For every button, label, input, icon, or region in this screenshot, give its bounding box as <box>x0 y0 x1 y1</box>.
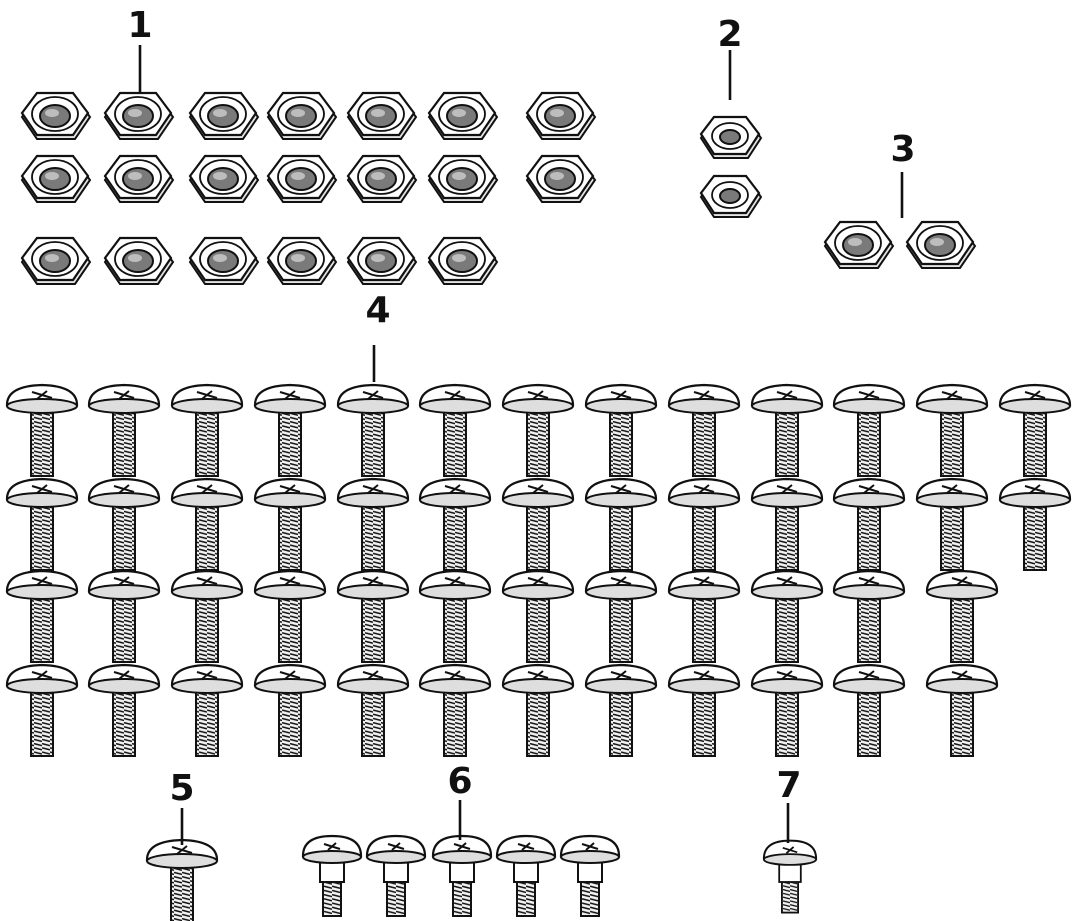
pan-head-screw-icon <box>750 383 824 478</box>
callout-number-7: 7 <box>776 765 801 806</box>
shoulder-screw-icon <box>762 839 818 914</box>
pan-head-screw-icon <box>667 569 741 664</box>
pan-head-screw-icon <box>170 569 244 664</box>
pan-head-screw-icon <box>253 663 327 758</box>
pan-head-screw-icon <box>145 838 219 921</box>
pan-head-screw-icon <box>832 663 906 758</box>
callout-number-6: 6 <box>447 761 472 802</box>
shoulder-screw-icon <box>301 834 363 918</box>
shoulder-screw-icon <box>365 834 427 918</box>
callout-number-3: 3 <box>890 129 915 170</box>
pan-head-screw-icon <box>253 477 327 572</box>
pan-head-screw-group-4 <box>5 383 1072 758</box>
pan-head-screw-icon <box>336 477 410 572</box>
pan-head-screw-icon <box>750 663 824 758</box>
hex-nut-icon <box>427 91 499 141</box>
small-hex-nut-icon <box>699 174 763 219</box>
hex-nut-group-3 <box>823 220 977 270</box>
hex-nut-icon <box>266 91 338 141</box>
pan-head-screw-icon <box>5 383 79 478</box>
pan-head-screw-icon <box>5 477 79 572</box>
pan-head-screw-icon <box>253 569 327 664</box>
hex-nut-icon <box>20 236 92 286</box>
pan-head-screw-icon <box>501 569 575 664</box>
hex-nut-icon <box>525 154 597 204</box>
hex-nut-icon <box>188 236 260 286</box>
small-hex-nut-icon <box>699 115 763 160</box>
small-hex-nut-group-2 <box>699 115 763 219</box>
hex-nut-icon <box>823 220 895 270</box>
hex-nut-icon <box>427 154 499 204</box>
pan-head-screw-group-5 <box>145 838 219 921</box>
hex-nut-icon <box>103 154 175 204</box>
pan-head-screw-icon <box>915 383 989 478</box>
pan-head-screw-icon <box>832 477 906 572</box>
pan-head-screw-icon <box>170 663 244 758</box>
hex-nut-icon <box>525 91 597 141</box>
pan-head-screw-icon <box>832 383 906 478</box>
hex-nut-icon <box>905 220 977 270</box>
pan-head-screw-icon <box>418 477 492 572</box>
pan-head-screw-icon <box>915 477 989 572</box>
pan-head-screw-icon <box>925 569 999 664</box>
callout-number-5: 5 <box>169 768 194 809</box>
pan-head-screw-icon <box>750 477 824 572</box>
pan-head-screw-icon <box>336 663 410 758</box>
hex-nut-icon <box>346 154 418 204</box>
hex-nut-icon <box>103 91 175 141</box>
hex-nut-icon <box>266 154 338 204</box>
pan-head-screw-icon <box>501 383 575 478</box>
pan-head-screw-icon <box>336 569 410 664</box>
shoulder-screw-icon <box>495 834 557 918</box>
hex-nut-icon <box>266 236 338 286</box>
pan-head-screw-icon <box>584 663 658 758</box>
pan-head-screw-icon <box>750 569 824 664</box>
callout-number-1: 1 <box>127 5 152 46</box>
pan-head-screw-icon <box>87 383 161 478</box>
pan-head-screw-icon <box>925 663 999 758</box>
pan-head-screw-icon <box>501 663 575 758</box>
pan-head-screw-icon <box>832 569 906 664</box>
shoulder-screw-icon <box>431 834 493 918</box>
shoulder-screw-icon <box>559 834 621 918</box>
pan-head-screw-icon <box>998 383 1072 478</box>
pan-head-screw-icon <box>584 383 658 478</box>
shoulder-screw-group-7 <box>762 839 818 914</box>
pan-head-screw-icon <box>5 663 79 758</box>
pan-head-screw-icon <box>667 477 741 572</box>
pan-head-screw-icon <box>501 477 575 572</box>
pan-head-screw-icon <box>418 663 492 758</box>
hex-nut-group-1 <box>20 91 597 286</box>
pan-head-screw-icon <box>336 383 410 478</box>
pan-head-screw-icon <box>5 569 79 664</box>
hex-nut-icon <box>20 154 92 204</box>
hex-nut-icon <box>346 91 418 141</box>
hex-nut-icon <box>188 91 260 141</box>
pan-head-screw-icon <box>998 477 1072 572</box>
pan-head-screw-icon <box>87 477 161 572</box>
shoulder-screw-group-6 <box>301 834 621 918</box>
pan-head-screw-icon <box>87 569 161 664</box>
callout-number-2: 2 <box>717 14 742 55</box>
hex-nut-icon <box>346 236 418 286</box>
pan-head-screw-icon <box>418 569 492 664</box>
pan-head-screw-icon <box>170 383 244 478</box>
pan-head-screw-icon <box>667 663 741 758</box>
hex-nut-icon <box>188 154 260 204</box>
pan-head-screw-icon <box>584 569 658 664</box>
pan-head-screw-icon <box>584 477 658 572</box>
pan-head-screw-icon <box>667 383 741 478</box>
pan-head-screw-icon <box>170 477 244 572</box>
pan-head-screw-icon <box>87 663 161 758</box>
pan-head-screw-icon <box>253 383 327 478</box>
hex-nut-icon <box>103 236 175 286</box>
hex-nut-icon <box>427 236 499 286</box>
pan-head-screw-icon <box>418 383 492 478</box>
callout-number-4: 4 <box>365 290 390 331</box>
hex-nut-icon <box>20 91 92 141</box>
